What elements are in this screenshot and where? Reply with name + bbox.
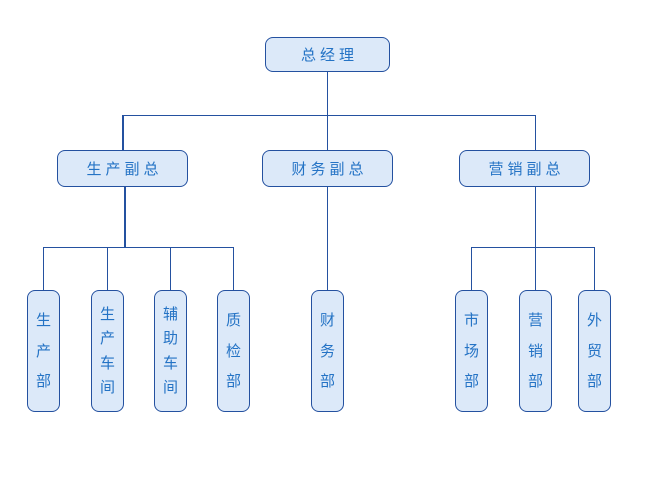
connector-drop-trade-dept [593, 247, 595, 290]
org-node-market-dept: 市场部 [455, 290, 488, 412]
connector-drop-finance-vp [326, 115, 328, 150]
org-node-foreign-trade-dept: 外贸部 [578, 290, 611, 412]
connector-production-stem [124, 187, 126, 247]
connector-drop-auxiliary-workshop [169, 247, 171, 290]
connector-marketing-rail [471, 246, 594, 248]
org-node-production-dept: 生产部 [27, 290, 60, 412]
connector-level2-rail [122, 114, 536, 116]
connector-drop-market-dept [470, 247, 472, 290]
connector-production-rail [43, 246, 233, 248]
connector-marketing-stem [534, 187, 536, 247]
connector-drop-sales-dept [534, 247, 536, 290]
org-node-sales-dept: 营销部 [519, 290, 552, 412]
org-node-general-manager: 总经理 [265, 37, 390, 72]
connector-drop-marketing-vp [534, 115, 536, 150]
connector-root-stem [326, 72, 328, 115]
org-node-production-vp: 生产副总 [57, 150, 188, 187]
org-node-finance-dept: 财务部 [311, 290, 344, 412]
org-node-marketing-vp: 营销副总 [459, 150, 590, 187]
org-node-auxiliary-workshop: 辅助车间 [154, 290, 187, 412]
connector-drop-production-workshop [106, 247, 108, 290]
connector-drop-production-dept [42, 247, 44, 290]
org-node-quality-inspection-dept: 质检部 [217, 290, 250, 412]
connector-drop-production-vp [122, 115, 124, 150]
connector-drop-quality-dept [232, 247, 234, 290]
org-node-production-workshop: 生产车间 [91, 290, 124, 412]
connector-finance-stem [326, 187, 328, 290]
org-node-finance-vp: 财务副总 [262, 150, 393, 187]
